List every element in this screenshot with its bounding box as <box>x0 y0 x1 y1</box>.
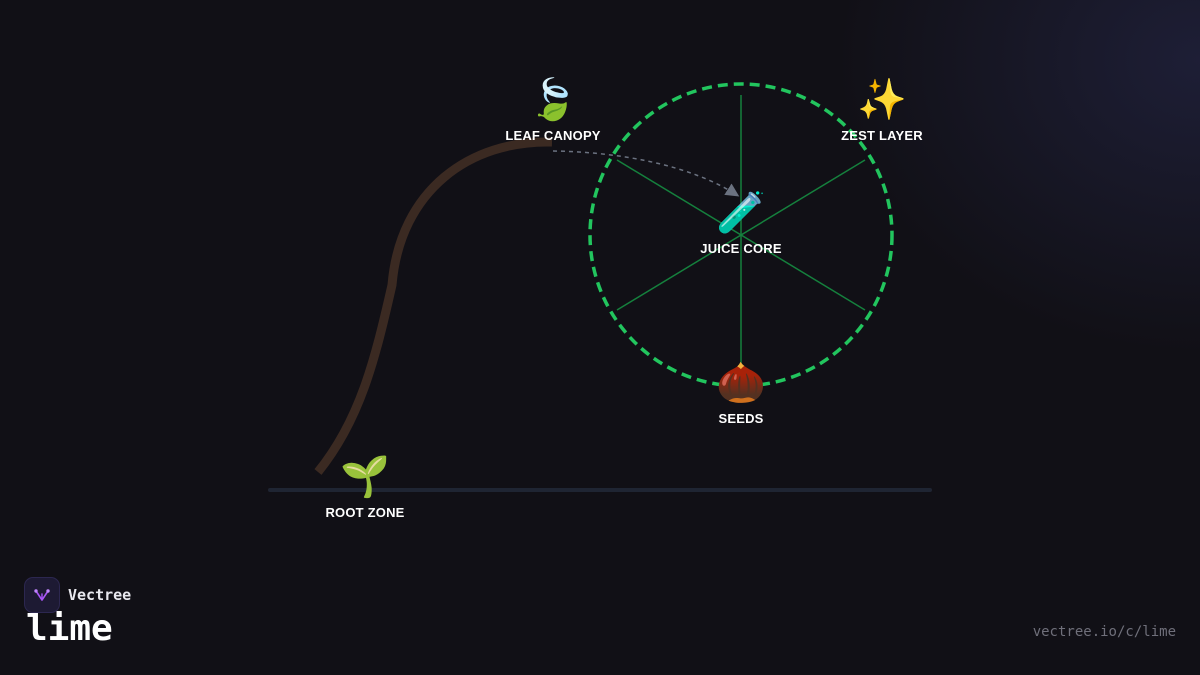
node-label: LEAF CANOPY <box>505 128 601 143</box>
sparkles-icon: ✨ <box>857 77 907 123</box>
node-label: ZEST LAYER <box>841 128 923 143</box>
brand-name: Vectree <box>68 586 132 604</box>
test-tube-icon: 🧪 <box>716 190 766 236</box>
brand[interactable]: Vectree <box>24 577 131 613</box>
stem-curve <box>314 137 553 475</box>
node-label: JUICE CORE <box>700 241 782 256</box>
ring-spokes <box>616 95 866 375</box>
flow-arrow <box>552 150 740 197</box>
vectree-logo-icon <box>24 577 60 613</box>
page-url-link[interactable]: vectree.io/c/lime <box>1032 624 1176 640</box>
node-label: ROOT ZONE <box>325 505 405 520</box>
node-leaf-canopy: 🍃 LEAF CANOPY <box>473 76 633 143</box>
seedling-icon: 🌱 <box>340 454 390 500</box>
node-zest-layer: ✨ ZEST LAYER <box>802 76 962 143</box>
leaf-fluttering-icon: 🍃 <box>528 77 578 123</box>
chestnut-icon: 🌰 <box>716 360 766 406</box>
node-seeds: 🌰 SEEDS <box>661 359 821 426</box>
node-juice-core: 🧪 JUICE CORE <box>661 189 821 256</box>
node-root-zone: 🌱 ROOT ZONE <box>285 453 445 520</box>
node-label: SEEDS <box>718 411 764 426</box>
citrus-ring <box>588 82 894 388</box>
page-title: lime <box>26 608 113 649</box>
